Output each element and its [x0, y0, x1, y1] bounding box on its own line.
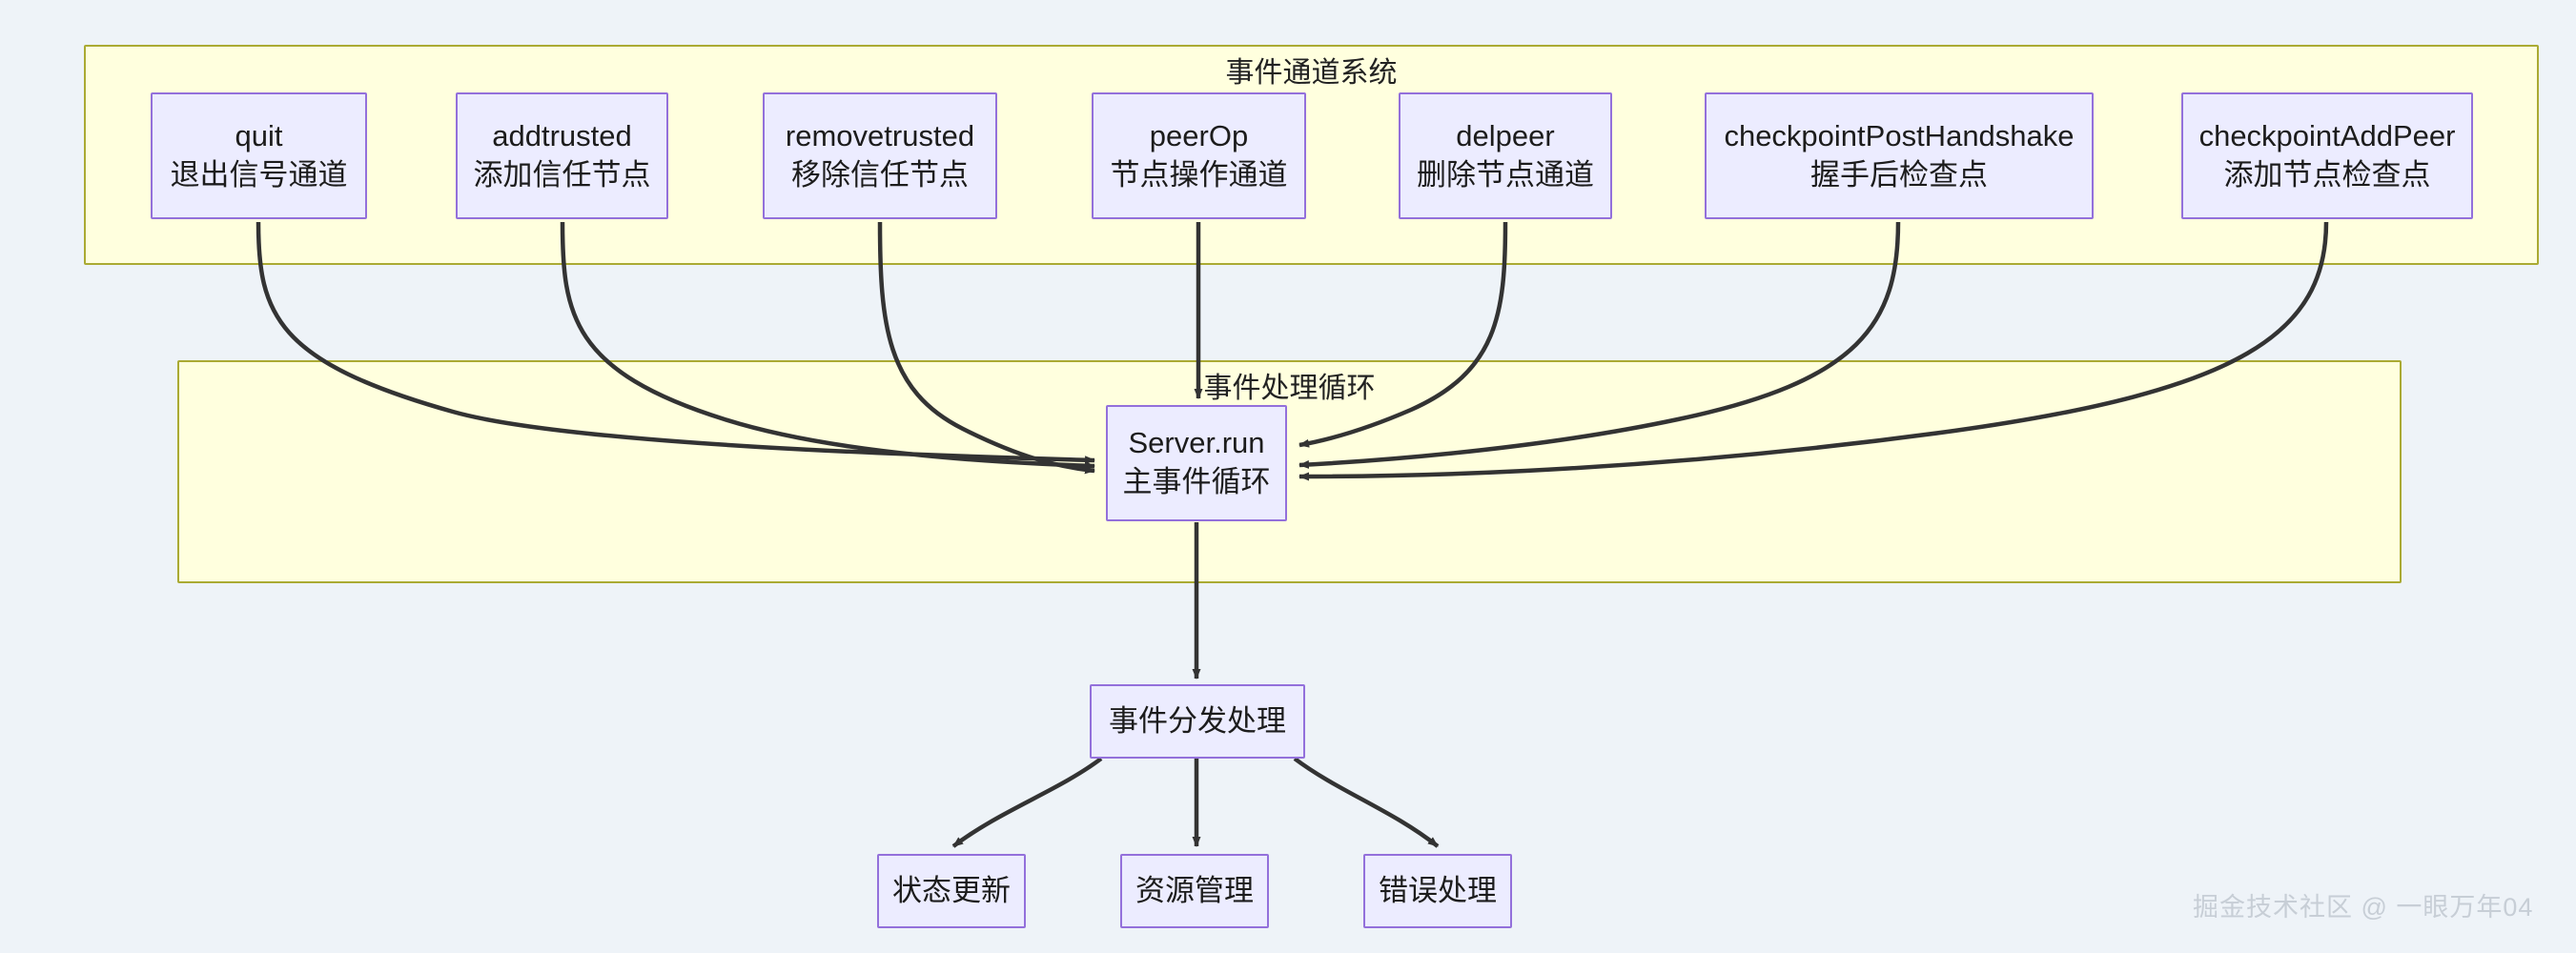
node-state-update-label: 状态更新	[892, 873, 1011, 907]
node-removetrusted-subtitle: 移除信任节点	[791, 157, 969, 192]
node-server-run-subtitle: 主事件循环	[1122, 465, 1271, 498]
edge-dispatch-to-state-update	[951, 757, 1103, 848]
node-removetrusted[interactable]: removetrusted 移除信任节点	[763, 92, 997, 219]
node-checkpointposthandshake-title: checkpointPostHandshake	[1724, 118, 2075, 152]
node-error-handling[interactable]: 错误处理	[1363, 854, 1512, 928]
node-peerop-title: peerOp	[1149, 118, 1249, 152]
cluster-label-event-channel-system: 事件通道系统	[1225, 57, 1398, 89]
watermark: 掘金技术社区 @ 一眼万年04	[2193, 893, 2534, 922]
node-quit[interactable]: quit 退出信号通道	[151, 92, 367, 219]
cluster-event-channel-system: 事件通道系统	[84, 45, 2539, 265]
node-error-handling-label: 错误处理	[1379, 873, 1497, 907]
cluster-label-event-processing-loop: 事件处理循环	[1203, 373, 1376, 404]
node-quit-title: quit	[235, 118, 283, 152]
node-addtrusted[interactable]: addtrusted 添加信任节点	[456, 92, 668, 219]
node-delpeer-title: delpeer	[1456, 118, 1555, 152]
node-peerop[interactable]: peerOp 节点操作通道	[1092, 92, 1306, 219]
edge-dispatch-to-error-handle	[1293, 757, 1440, 848]
node-addtrusted-title: addtrusted	[492, 118, 632, 152]
node-checkpointaddpeer-subtitle: 添加节点检查点	[2223, 157, 2431, 192]
node-quit-subtitle: 退出信号通道	[170, 157, 348, 192]
node-peerop-subtitle: 节点操作通道	[1110, 157, 1288, 192]
node-removetrusted-title: removetrusted	[785, 118, 975, 152]
node-addtrusted-subtitle: 添加信任节点	[473, 157, 651, 192]
node-delpeer-subtitle: 删除节点通道	[1417, 157, 1594, 192]
node-resource-management-label: 资源管理	[1135, 873, 1254, 907]
node-server-run[interactable]: Server.run 主事件循环	[1106, 405, 1287, 521]
node-state-update[interactable]: 状态更新	[877, 854, 1026, 928]
node-checkpointaddpeer-title: checkpointAddPeer	[2198, 118, 2456, 152]
node-event-dispatch-label: 事件分发处理	[1109, 703, 1286, 738]
node-resource-management[interactable]: 资源管理	[1120, 854, 1269, 928]
node-delpeer[interactable]: delpeer 删除节点通道	[1399, 92, 1612, 219]
node-checkpointaddpeer[interactable]: checkpointAddPeer 添加节点检查点	[2181, 92, 2473, 219]
cluster-event-processing-loop: 事件处理循环	[177, 360, 2402, 583]
node-checkpointposthandshake-subtitle: 握手后检查点	[1810, 157, 1988, 192]
node-checkpointposthandshake[interactable]: checkpointPostHandshake 握手后检查点	[1705, 92, 2094, 219]
node-server-run-title: Server.run	[1128, 426, 1265, 460]
node-event-dispatch[interactable]: 事件分发处理	[1090, 684, 1305, 759]
